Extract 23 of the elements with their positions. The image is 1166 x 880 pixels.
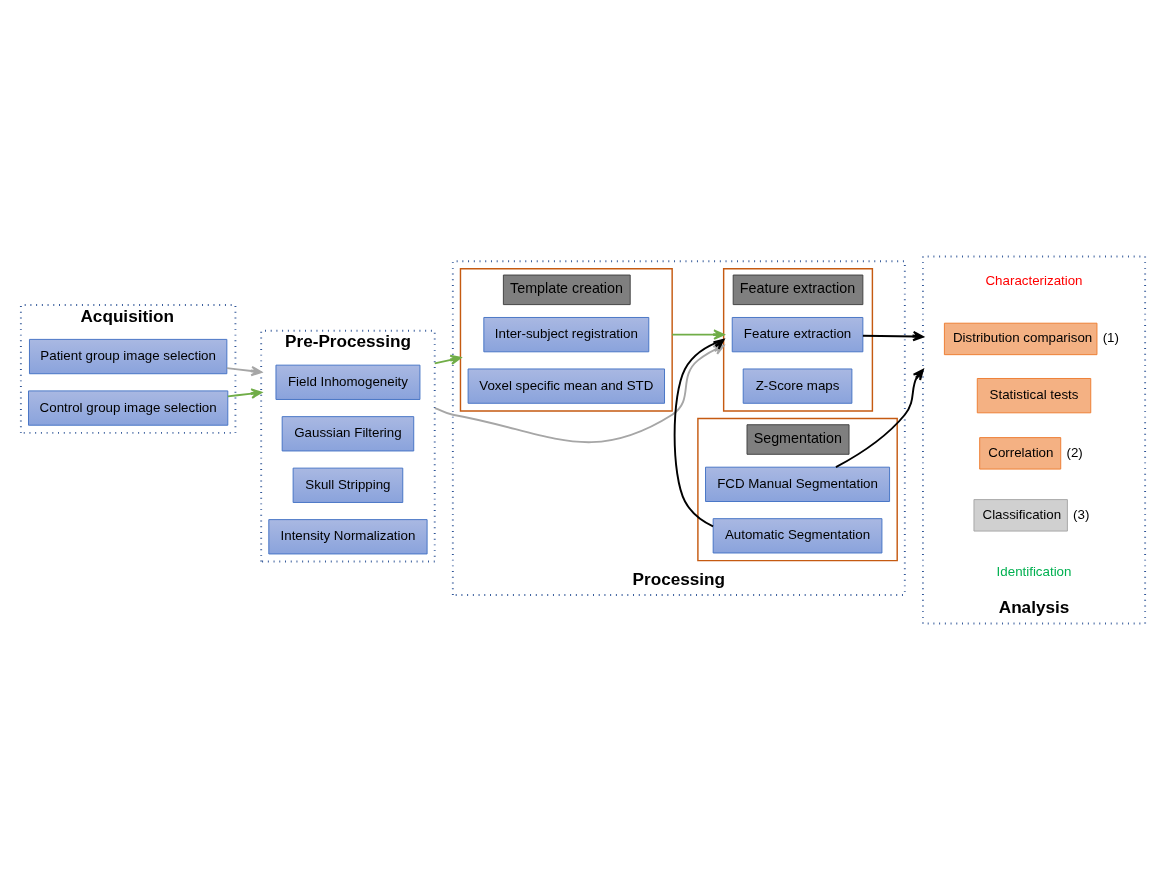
node-box: Intensity Normalization	[268, 519, 428, 555]
node-label: (3)	[1073, 506, 1090, 522]
node-box: Feature extraction	[731, 317, 864, 353]
node-box: Gaussian Filtering	[281, 416, 415, 452]
node-box: Inter-subject registration	[483, 317, 650, 353]
node-box: Statistical tests	[976, 378, 1092, 414]
node-box: FCD Manual Segmentation	[705, 466, 891, 502]
arrow	[671, 329, 725, 340]
node-box: Z-Score maps	[742, 368, 853, 404]
node-label: (2)	[1066, 444, 1083, 460]
node-box: Control group image selection	[28, 390, 229, 426]
arrow	[861, 330, 924, 342]
label: Identification	[996, 563, 1072, 579]
node-box: Field Inhomogeneity	[275, 364, 421, 400]
arrow	[433, 354, 462, 365]
node-box: Patient group image selection	[29, 338, 228, 375]
arrow	[226, 388, 263, 399]
node-box: Automatic Segmentation	[712, 518, 883, 554]
node-box: Voxel specific mean and STD	[467, 368, 665, 404]
arrow	[225, 365, 263, 377]
node-label: (1)	[1102, 330, 1119, 346]
node-box: Skull Stripping	[292, 467, 404, 503]
label: Characterization	[985, 272, 1083, 288]
